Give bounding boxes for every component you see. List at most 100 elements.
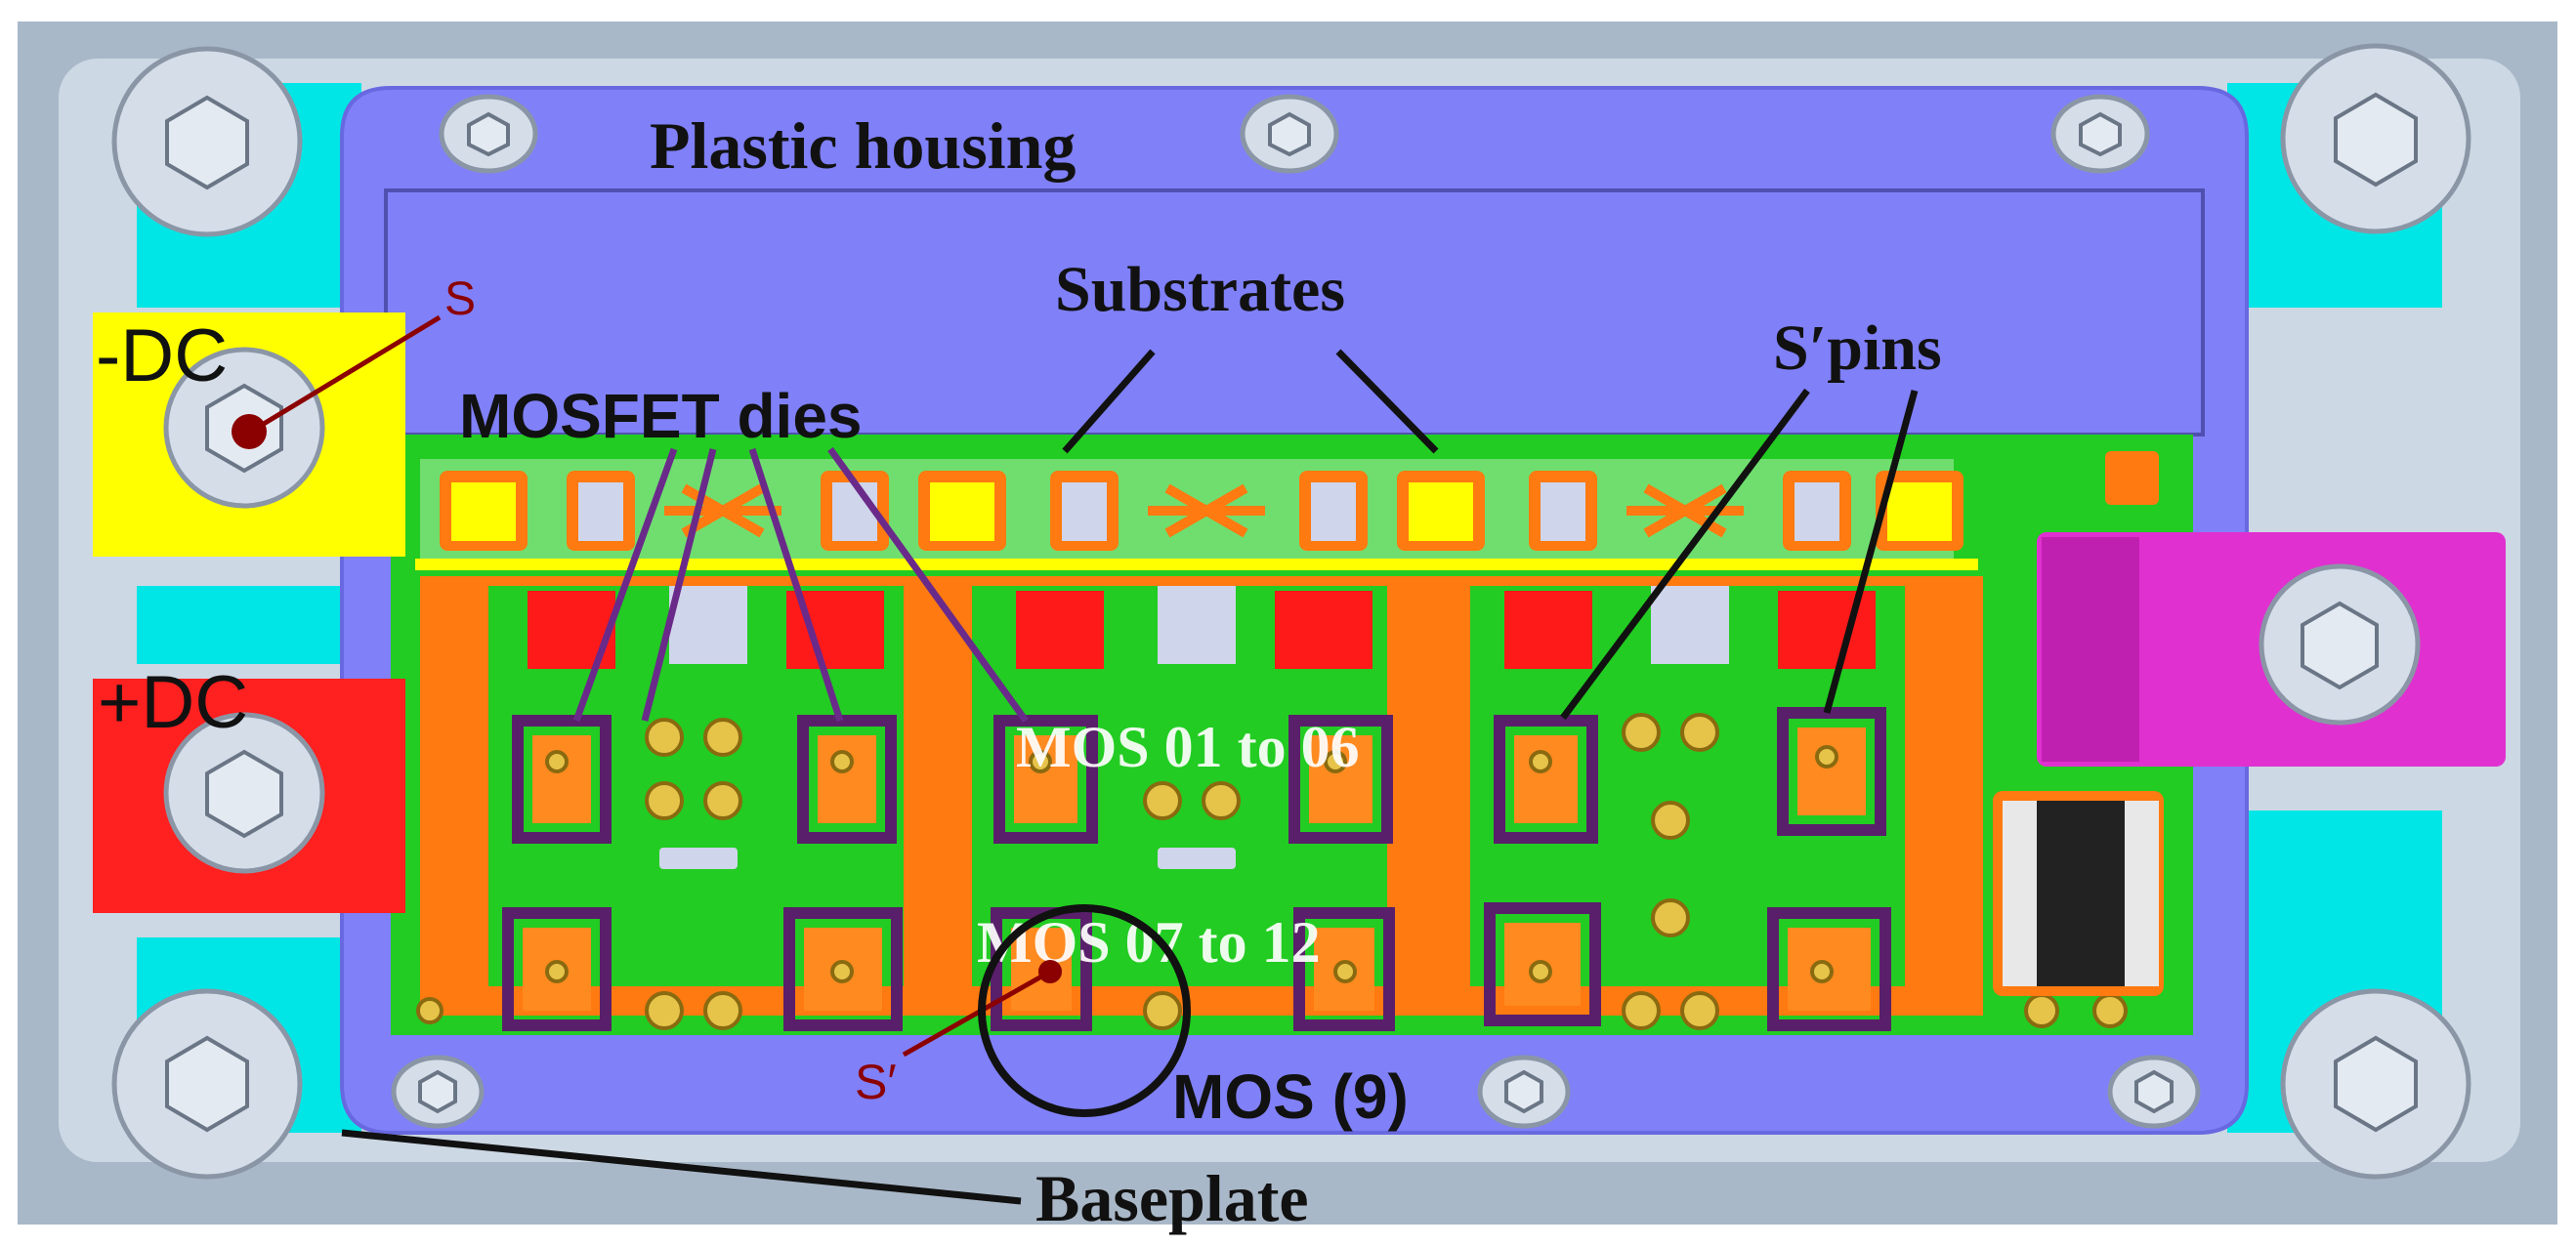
plastic-housing-label: Plastic housing <box>650 108 1076 183</box>
pin-dot <box>1622 713 1661 752</box>
gate-resistor-trace <box>1626 483 1744 538</box>
leader-lines <box>252 314 1919 1205</box>
housing-screw <box>2107 1055 2201 1129</box>
strip-pad <box>1887 482 1952 541</box>
chip <box>669 586 747 664</box>
strip-pad <box>1311 482 1356 541</box>
capacitor-terminal-left <box>2003 801 2037 986</box>
housing-screw <box>439 94 538 174</box>
bolt-plus-dc <box>163 712 325 874</box>
pin-dot <box>645 991 684 1030</box>
mosfet-die <box>993 715 1098 844</box>
housing-screw <box>391 1055 485 1129</box>
pin-dot <box>703 718 742 757</box>
red-pad <box>1504 591 1592 669</box>
copper-lane <box>1407 586 1460 1006</box>
pin-dot <box>1143 991 1182 1030</box>
baseplate-leader <box>341 1129 1022 1205</box>
pin-dot <box>1202 781 1241 820</box>
minus-dc-label: -DC <box>96 314 228 397</box>
mos-bottom-row-label: MOS 07 to 12 <box>977 910 1321 975</box>
copper-lane <box>435 586 484 1006</box>
s-prime-leader <box>902 969 1052 1058</box>
cyan-region-mid-left <box>137 586 361 664</box>
housing-screw <box>1240 94 1339 174</box>
yellow-bus-bar <box>415 559 1978 570</box>
pin-dots <box>416 713 2128 1030</box>
chip <box>1158 586 1236 664</box>
red-pad <box>1275 591 1372 669</box>
pin-dot <box>1680 713 1719 752</box>
capacitor-terminal-right <box>2125 801 2159 986</box>
mos-9-label: MOS (9) <box>1172 1061 1409 1132</box>
mosfet-dies-label: MOSFET dies <box>459 381 863 451</box>
s-prime-label: S′ <box>855 1055 897 1109</box>
chip <box>659 848 738 869</box>
strip-pad <box>1795 482 1839 541</box>
mosfet-dies-leader <box>827 446 1029 724</box>
mosfet-dies <box>502 707 1891 1031</box>
s-pins-label: S′pins <box>1773 312 1942 384</box>
pin-dot <box>1651 801 1690 840</box>
strip-pad <box>451 482 516 541</box>
pin-dot <box>2024 993 2059 1028</box>
pin-dot <box>1622 991 1661 1030</box>
mosfet-die <box>797 715 897 844</box>
mosfet-die <box>1494 715 1598 844</box>
red-pad <box>1778 591 1876 669</box>
pin-dot <box>645 781 684 820</box>
s-pins-leader <box>1823 390 1919 714</box>
mosfet-die <box>1288 715 1393 844</box>
mosfet-die <box>1293 907 1395 1031</box>
pin-dot <box>703 781 742 820</box>
mosfet-die <box>502 907 612 1031</box>
mosfet-die <box>1484 902 1601 1026</box>
pin-dot <box>1651 898 1690 937</box>
pin-dot <box>2092 993 2128 1028</box>
s-pins-leader <box>1560 388 1810 721</box>
mosfet-die <box>1777 707 1886 836</box>
s-measurement-point <box>232 414 267 449</box>
pin-dot <box>416 997 443 1024</box>
plus-dc-label: +DC <box>98 661 248 744</box>
housing-screws <box>391 94 2201 1129</box>
small-pad-top-right <box>2105 451 2159 505</box>
housing-screw <box>2050 94 2150 174</box>
driver-chips <box>659 586 1729 869</box>
housing-screw <box>1477 1055 1571 1129</box>
pin-dot <box>645 718 684 757</box>
bolt-bottom-right <box>2280 988 2471 1180</box>
mos-9-highlight-circle <box>978 904 1191 1117</box>
gate-resistor-trace <box>1148 483 1265 538</box>
strip-pad <box>1409 482 1473 541</box>
s-prime-measurement-point <box>1038 960 1062 983</box>
s-leader <box>252 314 442 433</box>
mosfet-die <box>512 715 612 844</box>
pin-dot <box>1143 781 1182 820</box>
chip <box>1651 586 1729 664</box>
chip <box>1158 848 1236 869</box>
bolt-top-left <box>111 46 303 237</box>
strip-pad <box>1062 482 1107 541</box>
strip-pad <box>1541 482 1585 541</box>
strip-pad <box>930 482 994 541</box>
mos-top-row-label: MOS 01 to 06 <box>1016 715 1360 779</box>
strip-pad <box>832 482 877 541</box>
copper-lane <box>1915 586 1964 1006</box>
pin-dot <box>1680 991 1719 1030</box>
mosfet-die <box>1767 907 1891 1031</box>
mosfet-dies-leader <box>641 448 717 722</box>
mosfet-dies-leader <box>748 447 844 723</box>
substrates-leader <box>1335 349 1439 454</box>
substrates-leader <box>1062 349 1156 454</box>
magenta-terminal-inner <box>2042 537 2139 762</box>
pin-dot <box>703 991 742 1030</box>
bolt-bottom-left <box>111 988 303 1180</box>
top-strip-pads <box>440 471 1964 551</box>
strip-pad <box>578 482 623 541</box>
bolt-top-right <box>2280 43 2471 234</box>
mosfet-die <box>783 907 903 1031</box>
capacitor-body <box>2027 801 2134 986</box>
substrates-label: Substrates <box>1055 254 1345 325</box>
